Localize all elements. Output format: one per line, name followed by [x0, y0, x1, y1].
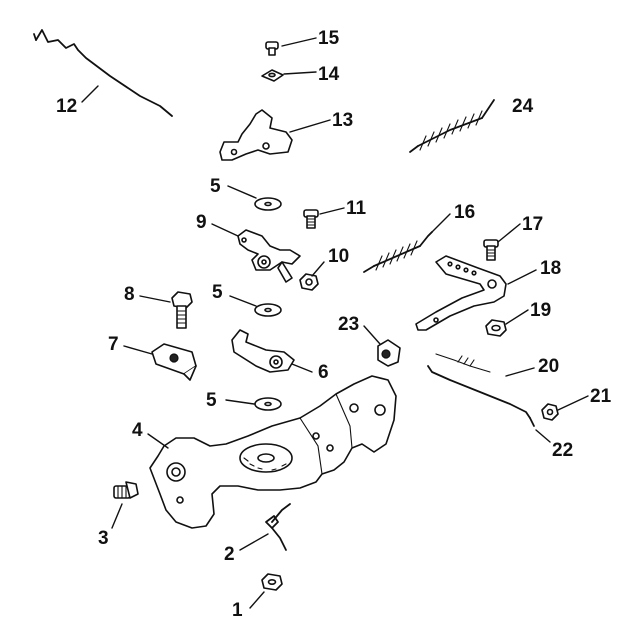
part-15-screw — [265, 41, 279, 56]
callout-labels: 1 2 3 4 5 5 5 6 7 8 9 10 11 12 13 14 15 … — [56, 28, 612, 621]
part-17-screw — [483, 239, 499, 261]
part-12-throttle-link — [33, 29, 173, 117]
leader-21 — [557, 395, 589, 411]
leader-7 — [123, 345, 153, 355]
callout-3: 3 — [98, 528, 109, 549]
callout-8: 8 — [124, 284, 135, 305]
callout-4: 4 — [132, 420, 143, 441]
leader-4 — [147, 433, 169, 449]
leader-5a — [227, 185, 257, 199]
part-19-nut — [485, 319, 507, 337]
callout-2: 2 — [224, 544, 235, 565]
leader-9 — [211, 223, 239, 237]
leader-1 — [249, 591, 265, 609]
callout-1: 1 — [232, 600, 243, 621]
callout-16: 16 — [454, 202, 475, 223]
callout-5a: 5 — [210, 176, 221, 197]
leader-8 — [139, 295, 171, 303]
callout-9: 9 — [196, 212, 207, 233]
callout-24: 24 — [512, 96, 534, 117]
callout-19: 19 — [530, 300, 551, 321]
part-5-washer-lower-hole — [264, 401, 272, 407]
leader-15 — [281, 37, 317, 47]
leader-20 — [505, 367, 535, 377]
leader-16 — [427, 213, 451, 237]
part-8-bolt — [171, 291, 193, 329]
leader-14 — [283, 71, 317, 75]
callout-6: 6 — [318, 362, 329, 383]
part-6-lever-plate — [231, 329, 295, 373]
callout-17: 17 — [522, 214, 543, 235]
leader-11 — [319, 207, 345, 215]
part-13-lever-bracket — [219, 109, 293, 161]
leader-lines — [81, 37, 589, 609]
part-24-spring — [409, 99, 495, 153]
part-1-nut — [261, 573, 283, 591]
callout-22: 22 — [552, 440, 573, 461]
callout-15: 15 — [318, 28, 340, 49]
part-16-spring — [363, 231, 433, 273]
part-9-governor-lever — [237, 229, 301, 283]
part-14-washer — [261, 69, 284, 82]
part-22-wire-end — [529, 417, 535, 427]
part-20-link-rod — [427, 353, 531, 419]
part-5-washer-middle-hole — [264, 307, 272, 313]
callout-23: 23 — [338, 314, 359, 335]
part-4-control-bracket — [149, 375, 397, 529]
leader-2 — [239, 533, 269, 551]
part-5-washer-upper-hole — [264, 201, 272, 207]
leader-19 — [505, 309, 529, 325]
callout-5c: 5 — [206, 390, 217, 411]
callout-20: 20 — [538, 356, 559, 377]
leader-13 — [289, 119, 331, 133]
leader-3 — [111, 503, 123, 529]
leader-10 — [311, 261, 325, 277]
callout-12: 12 — [56, 96, 77, 117]
leader-5b — [229, 295, 257, 307]
leader-17 — [497, 223, 521, 243]
callout-14: 14 — [318, 64, 340, 85]
leader-22 — [535, 429, 551, 443]
leader-18 — [507, 269, 537, 285]
part-3-fitting — [113, 481, 139, 499]
callout-5b: 5 — [212, 282, 223, 303]
callout-13: 13 — [332, 110, 353, 131]
leader-23 — [363, 325, 381, 345]
leader-12 — [81, 85, 99, 103]
callout-7: 7 — [108, 334, 119, 355]
part-11-screw — [303, 209, 319, 229]
leader-5c — [225, 399, 255, 405]
part-21-nut — [541, 403, 559, 421]
part-23-clip — [377, 339, 401, 367]
callout-10: 10 — [328, 246, 349, 267]
callout-11: 11 — [346, 198, 367, 219]
callout-18: 18 — [540, 258, 561, 279]
part-18-control-lever — [415, 255, 507, 331]
part-7-speed-nut — [151, 343, 197, 381]
part-2-spring — [265, 503, 291, 551]
part-10-nut — [299, 273, 319, 291]
callout-21: 21 — [590, 386, 612, 407]
leader-6 — [291, 363, 313, 373]
